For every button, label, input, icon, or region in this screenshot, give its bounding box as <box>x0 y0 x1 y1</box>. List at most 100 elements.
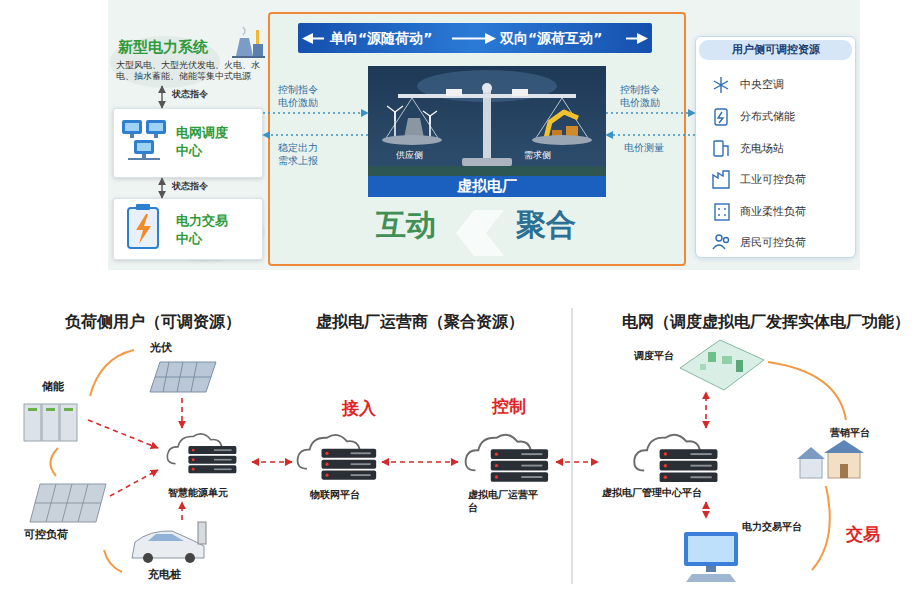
edge-label: 稳定出力 需求上报 <box>278 142 324 167</box>
resource-icons <box>699 40 852 60</box>
text-holder: 虚拟电厂运营商（聚合资源） <box>316 312 524 332</box>
node-text: 虚拟电厂 <box>368 177 606 196</box>
connector <box>161 86 162 108</box>
section-divider <box>572 308 573 584</box>
balance-scale-illustration <box>446 89 462 96</box>
resource-icons <box>724 238 729 243</box>
marketing-platform-node: 营销平台 <box>792 424 882 482</box>
dispatch-monitor-icon <box>146 120 166 134</box>
balance-scale-illustration <box>394 112 396 138</box>
banner-arrows <box>313 38 324 40</box>
resource-icons <box>719 208 725 216</box>
node-title: 虚拟电厂管理中心平台 <box>602 487 702 500</box>
electric-car-icon <box>132 531 204 558</box>
marketing-houses-icon <box>797 447 825 459</box>
trading-computer-icon <box>688 536 734 562</box>
node-title: 虚拟电厂运营平台 <box>468 489 542 514</box>
text-holder: 交易 <box>846 524 880 545</box>
text-holder: 控制 <box>492 396 526 417</box>
node-title: 电力交易平台 <box>742 521 802 534</box>
banner-arrows <box>302 33 648 44</box>
text-holder: 控制指令 电价激励 <box>278 84 324 109</box>
resource-icons <box>715 109 727 125</box>
balance-scale-illustration <box>546 112 578 138</box>
text-holder: 大型风电、大型光伏发电、火电、水电、抽水蓄能、储能等集中式电源 <box>116 60 266 81</box>
storage-node: 储能 <box>18 378 88 444</box>
node-title: 储能 <box>42 380 64 394</box>
connector <box>263 134 368 136</box>
trend-banner: 单向“源随荷动” 双向“源荷互动” <box>298 23 652 53</box>
connector <box>382 461 458 463</box>
edge-label: 控制指令 电价激励 <box>278 84 324 109</box>
text-holder: 充电桩 <box>148 568 181 582</box>
dispatch-monitor-icon <box>122 120 142 134</box>
storage-cabinet-icon <box>64 408 73 411</box>
electric-car-icon <box>198 522 206 544</box>
controllable-load-node: 可控负荷 <box>18 478 110 548</box>
connector <box>705 392 707 428</box>
power-plant-icon <box>232 27 265 57</box>
dispatch-platform-node: 调度平台 <box>630 334 766 392</box>
cloud-server-icon <box>298 435 377 480</box>
text-holder: 中央空调 <box>740 78 784 92</box>
balance-scale-illustration <box>512 89 528 96</box>
text-holder: 供应侧 <box>396 150 423 161</box>
trading-computer-icon <box>706 566 716 572</box>
text-holder: 新型电力系统 <box>118 38 208 57</box>
balance-scale-illustration <box>368 70 606 197</box>
flow-stage-label: 交易 <box>846 524 880 545</box>
interaction-chevron <box>456 210 504 256</box>
power-plant-icon <box>253 44 263 56</box>
section-heading: 虚拟电厂运营商（聚合资源） <box>316 312 524 332</box>
banner-arrows <box>452 38 486 40</box>
resource-icons <box>718 112 723 123</box>
text-holder: 电网（调度虚拟电厂发挥实体电厂功能） <box>622 312 910 332</box>
connector <box>263 112 368 114</box>
node-text: 大型风电、大型光伏发电、火电、水电、抽水蓄能、储能等集中式电源 <box>116 60 266 81</box>
node-text: 居民可控负荷 <box>740 236 806 250</box>
node-title: 光伏 <box>150 341 172 355</box>
text-holder: 充电场站 <box>740 142 784 156</box>
balance-scale-illustration <box>382 135 442 145</box>
node-title: 物联网平台 <box>310 489 360 502</box>
flow-stage-label: 接入 <box>342 398 376 419</box>
balance-scale-illustration <box>552 130 562 138</box>
dispatch-map-icon <box>722 356 732 364</box>
text-holder: 聚合 <box>516 206 576 244</box>
text-holder: 调度平台 <box>634 350 674 363</box>
dispatch-monitor-icon <box>134 140 154 154</box>
text-holder: 接入 <box>342 398 376 419</box>
text-holder: 状态指令 <box>172 89 208 100</box>
text-holder: 电价测量 <box>624 142 670 155</box>
resource-icons <box>713 171 729 188</box>
electric-car-icon <box>148 534 184 541</box>
storage-cabinet-icon <box>42 404 59 441</box>
text-holder: 电力交易平台 <box>742 521 802 534</box>
edge-label: 控制指令 电价激励 <box>620 84 666 109</box>
text-holder: 互动 <box>376 206 436 244</box>
storage-cabinet-icon <box>28 408 37 411</box>
resource-icons <box>715 204 729 220</box>
node-title: 单向“源随荷动” <box>330 30 432 48</box>
text-holder: 需求侧 <box>524 150 551 161</box>
text-holder: 单向“源随荷动” <box>330 30 432 48</box>
balance-scale-illustration <box>412 98 438 138</box>
text-holder: 双向“源荷互动” <box>500 30 602 48</box>
text-holder: 虚拟电厂运营平台 <box>468 489 542 514</box>
storage-cabinet-icon <box>24 404 41 441</box>
smart-energy-unit-node: 智慧能源单元 <box>158 428 252 502</box>
section-heading: 负荷侧用户（可调资源） <box>65 312 241 332</box>
connector <box>161 178 162 198</box>
trading-clipboard-icon <box>128 208 158 248</box>
vpp-management-platform-node: 虚拟电厂管理中心平台 <box>598 428 724 502</box>
marketing-houses-icon <box>828 452 860 478</box>
text-holder: 电网调度中心 <box>176 124 234 159</box>
resource-icons <box>699 40 852 249</box>
balance-scale-illustration <box>462 158 512 166</box>
power-plant-icon <box>256 30 259 44</box>
dispatch-map-icon <box>708 352 716 362</box>
text-holder: 电力交易中心 <box>176 212 234 247</box>
text-holder: 虚拟电厂 <box>368 177 606 196</box>
banner-arrows <box>637 33 648 44</box>
